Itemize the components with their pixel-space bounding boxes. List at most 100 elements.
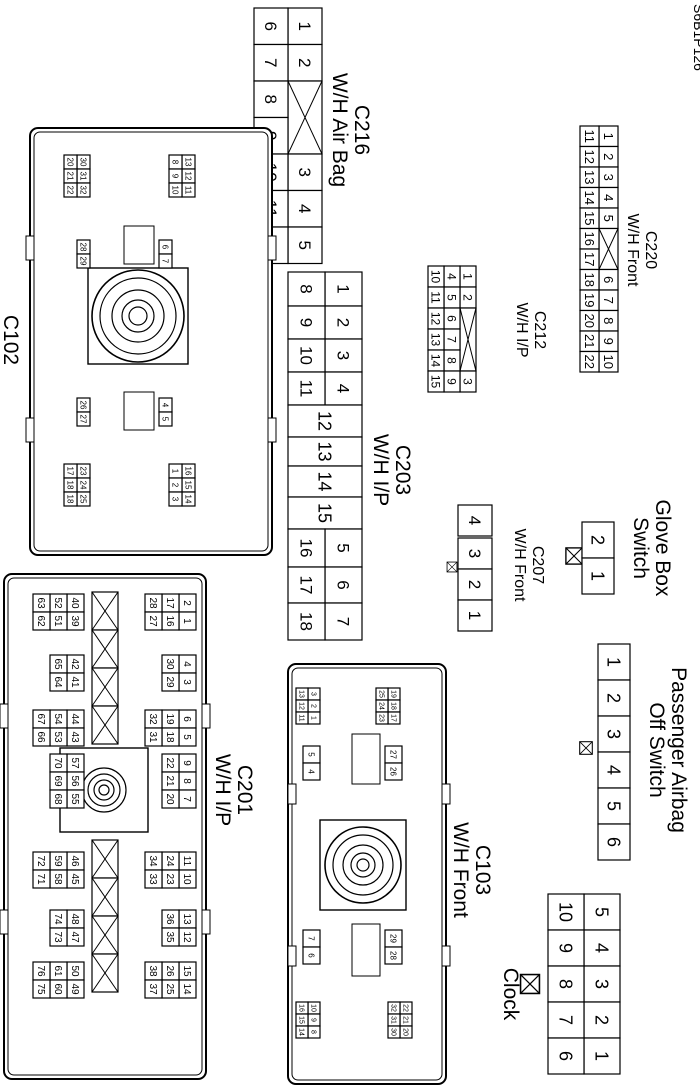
c201-g1-pin-1-1-label: 29 bbox=[164, 676, 175, 688]
clock-pin-b4 bbox=[547, 1037, 585, 1075]
c201-g1-pin-0-0-label: 4 bbox=[181, 661, 192, 667]
c201-g1-pin-0-1-label: 3 bbox=[181, 679, 192, 685]
c102-slot bbox=[123, 225, 155, 265]
c212-pin-b1-label: 5 bbox=[445, 294, 459, 301]
c201-g5-pin-0-1-label: 12 bbox=[181, 931, 192, 943]
glovebox-pin-1-label: 1 bbox=[588, 571, 608, 581]
c201-g7-pin-1-0-label: 52 bbox=[52, 597, 63, 609]
pab-pin-0-label: 1 bbox=[604, 657, 624, 667]
c212-pin-b3-label: 7 bbox=[445, 336, 459, 343]
c203-pin-b3-label: 11 bbox=[296, 380, 315, 398]
c220-pin-a9-label: 9 bbox=[601, 338, 616, 345]
c201-g3-pin-0-2-label: 7 bbox=[181, 796, 192, 802]
c220-pin-b0-label: 11 bbox=[582, 130, 597, 144]
c203-pin-c0-label: 5 bbox=[333, 543, 352, 552]
c220-pin-b9-label: 20 bbox=[582, 314, 597, 328]
c103-desc: W/H Front bbox=[449, 822, 472, 918]
glovebox-latch bbox=[565, 547, 583, 565]
c102-housing-inner bbox=[33, 131, 269, 552]
c220-pin-a10-label: 10 bbox=[601, 355, 616, 369]
c220-pin-a2-label: 3 bbox=[601, 174, 616, 181]
c102-g2-pin-0-1 bbox=[76, 253, 91, 269]
c103-g5-pin-0-1-label: 28 bbox=[389, 951, 398, 960]
c201-g11-pin-0-1-label: 45 bbox=[69, 873, 80, 885]
c201-g5-pin-1-1 bbox=[161, 927, 180, 947]
c201-g13-pin-2-0-label: 76 bbox=[35, 965, 46, 977]
pab-pin-5 bbox=[597, 823, 631, 861]
c203-pin-c2-label: 7 bbox=[333, 617, 352, 626]
c201-g6-pin-1-1-label: 25 bbox=[164, 983, 175, 995]
c103-housing-inner bbox=[291, 667, 443, 1081]
glovebox-pin-0-label: 2 bbox=[588, 535, 608, 545]
c102-g4-pin-0-0-label: 26 bbox=[79, 401, 88, 410]
c201-g7-pin-2-0-label: 63 bbox=[35, 597, 46, 609]
c216-name: C216 bbox=[350, 105, 373, 155]
c203-pin-d0-label: 16 bbox=[296, 539, 315, 558]
c201-xstrip-1-3-x2 bbox=[91, 953, 119, 993]
c201-g5-pin-1-1-label: 35 bbox=[164, 931, 175, 943]
c201-g11-pin-2-0-label: 72 bbox=[35, 855, 46, 867]
c201-g6-pin-2-1-label: 37 bbox=[147, 983, 158, 995]
c102-g0-pin-0-0-label: 30 bbox=[79, 158, 88, 167]
c207-pin-0 bbox=[457, 504, 493, 537]
c201-g3-pin-1-0-label: 22 bbox=[164, 757, 175, 769]
c102-bolt-ring bbox=[91, 269, 185, 363]
pab-pin-5-label: 6 bbox=[604, 837, 624, 847]
c201-g5-pin-1-0-label: 36 bbox=[164, 913, 175, 925]
c216-pin-b0-label: 6 bbox=[261, 22, 280, 31]
c103-g3-pin-0-1 bbox=[384, 762, 403, 781]
c103-g6-pin-0-0-label: 10 bbox=[309, 1004, 316, 1012]
clock-pin-b2-label: 8 bbox=[556, 979, 576, 989]
c201-g3-pin-1-2 bbox=[161, 789, 180, 809]
c102-tab bbox=[267, 235, 277, 261]
clock-pin-b1-label: 9 bbox=[556, 943, 576, 953]
c201-g11-pin-2-1 bbox=[32, 869, 51, 889]
c203-pin-c1-label: 6 bbox=[333, 580, 352, 589]
c216-pin-a1-label: 2 bbox=[295, 58, 314, 67]
c201-g9-pin-1-1-label: 53 bbox=[52, 731, 63, 743]
c201-g7-pin-2-1 bbox=[32, 611, 51, 631]
c201-g11-pin-1-1-label: 58 bbox=[52, 873, 63, 885]
c201-g8-pin-1-1 bbox=[49, 672, 68, 692]
c212-pin-c5-label: 15 bbox=[429, 375, 443, 389]
c103-bolt-ring bbox=[324, 826, 402, 904]
c212-pin-c0-label: 10 bbox=[429, 270, 443, 284]
c103-g1-pin-1-0-label: 25 bbox=[377, 690, 384, 698]
c207-latch bbox=[446, 561, 458, 573]
c201-g0-pin-2-1-label: 27 bbox=[147, 615, 158, 627]
c203-pin-d2-label: 18 bbox=[296, 612, 315, 631]
c103-g0-pin-1-2-label: 11 bbox=[297, 714, 304, 721]
c102-tab bbox=[25, 235, 35, 261]
c102-slot bbox=[123, 391, 155, 431]
c201-g4-pin-2-0-label: 34 bbox=[147, 855, 158, 867]
c103-g2-pin-0-1 bbox=[302, 762, 321, 781]
c220-pin-b3-label: 14 bbox=[582, 191, 597, 205]
c203-pin-d1-label: 17 bbox=[296, 576, 315, 595]
c201-g11-pin-0-0-label: 46 bbox=[69, 855, 80, 867]
c103-slot bbox=[351, 733, 381, 785]
c203-pin-b1-label: 9 bbox=[296, 318, 315, 327]
c201-g8-pin-1-0-label: 65 bbox=[52, 658, 63, 670]
c102-g6-pin-0-2-label: 25 bbox=[79, 495, 88, 504]
clock-pin-a1-label: 4 bbox=[592, 943, 612, 953]
c201-g12-pin-1-0-label: 74 bbox=[52, 913, 63, 925]
c216-desc: W/H Air Bag bbox=[328, 73, 351, 187]
c201-g13-pin-1-1-label: 60 bbox=[52, 983, 63, 995]
c102-g0-pin-0-2-label: 32 bbox=[79, 186, 88, 195]
pab-latch bbox=[579, 741, 593, 755]
c216-pin-a3-label: 3 bbox=[295, 168, 314, 177]
c201-g13-pin-2-1 bbox=[32, 979, 51, 999]
c102-g3-pin-0-0-label: 6 bbox=[161, 245, 170, 250]
c220-pin-a4-label: 5 bbox=[601, 215, 616, 222]
c212-pin-c2-label: 12 bbox=[429, 312, 443, 326]
c201-g9-pin-2-0-label: 67 bbox=[35, 713, 46, 725]
c201-g3-pin-0-1-label: 8 bbox=[181, 778, 192, 784]
c201-tab bbox=[201, 703, 211, 729]
c201-g12-pin-0-1-label: 47 bbox=[69, 931, 80, 943]
c102-bolt-ring bbox=[128, 306, 148, 326]
pab-pin-4-label: 5 bbox=[604, 801, 624, 811]
clock-name: Clock bbox=[499, 968, 522, 1021]
clock-pin-a3-label: 2 bbox=[592, 1015, 612, 1025]
clock-pin-a0-label: 5 bbox=[592, 907, 612, 917]
